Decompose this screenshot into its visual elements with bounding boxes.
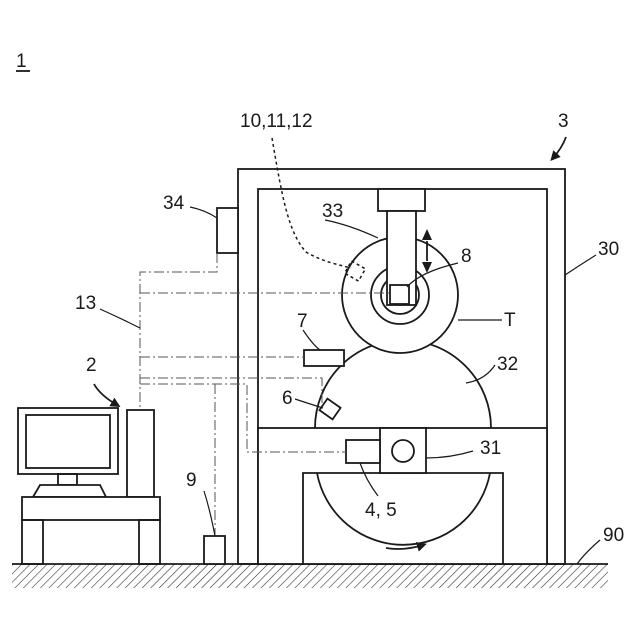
wire-6 bbox=[140, 378, 322, 403]
computer-tower bbox=[127, 410, 154, 497]
leader-9 bbox=[204, 491, 215, 536]
label-90: 90 bbox=[603, 525, 624, 546]
figure-number: 1 bbox=[16, 51, 27, 72]
keyboard bbox=[33, 485, 106, 497]
vertical-arrow-up bbox=[422, 229, 432, 240]
label-7: 7 bbox=[297, 311, 308, 332]
label-3-arrow bbox=[553, 137, 566, 158]
sensor-4-5 bbox=[346, 440, 380, 463]
label-6: 6 bbox=[282, 388, 293, 409]
monitor-stand bbox=[58, 474, 77, 485]
label-34: 34 bbox=[163, 193, 185, 214]
label-2-arrow bbox=[94, 384, 117, 405]
leader-32 bbox=[466, 365, 495, 383]
label-2: 2 bbox=[86, 355, 97, 376]
label-31: 31 bbox=[480, 438, 501, 459]
label-T: T bbox=[504, 310, 516, 331]
floor-hatch bbox=[12, 564, 608, 588]
label-8: 8 bbox=[461, 246, 472, 267]
desk-leg-left bbox=[22, 520, 43, 564]
label-9: 9 bbox=[186, 470, 197, 491]
leader-7 bbox=[303, 330, 320, 350]
desk-leg-right bbox=[139, 520, 160, 564]
leader-33 bbox=[325, 220, 378, 238]
panel-34 bbox=[217, 208, 238, 253]
unit-31 bbox=[380, 428, 426, 473]
leader-34 bbox=[190, 207, 217, 218]
leader-13 bbox=[100, 309, 140, 328]
label-4-5: 4, 5 bbox=[365, 500, 397, 521]
leader-90 bbox=[577, 540, 600, 564]
label-10-11-12: 10,11,12 bbox=[240, 111, 313, 132]
label-33: 33 bbox=[322, 201, 343, 222]
wire-34 bbox=[140, 253, 217, 410]
leader-30 bbox=[565, 255, 596, 275]
sensor-6 bbox=[319, 399, 340, 420]
arm-33-mount bbox=[378, 189, 425, 211]
desk-top bbox=[22, 497, 160, 520]
monitor bbox=[18, 408, 118, 474]
label-32: 32 bbox=[497, 354, 518, 375]
sensor-8 bbox=[390, 285, 409, 304]
label-30: 30 bbox=[598, 239, 619, 260]
label-3: 3 bbox=[558, 111, 569, 132]
sensor-7 bbox=[304, 350, 344, 366]
unit-9 bbox=[204, 536, 225, 564]
label-13: 13 bbox=[75, 293, 96, 314]
